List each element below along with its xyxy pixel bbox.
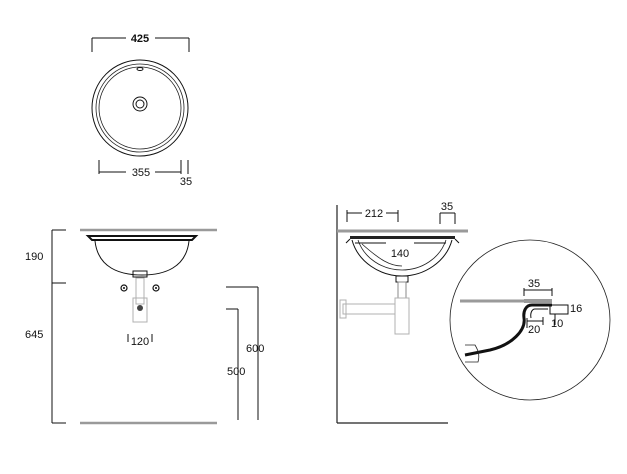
- front-height-600-label: 600: [246, 343, 264, 355]
- side-rim-label: 35: [441, 201, 453, 213]
- dim-120: 120: [127, 334, 153, 348]
- front-trap-outlet: [137, 305, 143, 311]
- dim-355-35: 355 35: [98, 160, 192, 188]
- detail-clip: [549, 304, 569, 315]
- side-waste-pipe: [339, 275, 410, 335]
- front-fixing-right: [152, 284, 160, 292]
- drain-inner: [135, 99, 145, 109]
- plan-view: 425 355 35: [91, 33, 192, 188]
- detail-view: 35 16 10 20: [449, 239, 611, 401]
- plan-inner-width-label: 355: [132, 167, 150, 179]
- front-basin-bowl: [94, 240, 190, 276]
- basin-outer-rim: [91, 59, 189, 157]
- detail-thickness-16-label: 16: [570, 303, 582, 315]
- side-half-width-label: 212: [365, 208, 383, 220]
- front-basin-rim: [85, 235, 199, 241]
- basin-inner-rim: [95, 63, 185, 153]
- detail-offset-10-label: 10: [551, 318, 563, 330]
- dim-detail-35: 35: [523, 278, 553, 296]
- detail-rim-label: 35: [528, 278, 540, 290]
- plan-outer-width-label: 425: [131, 33, 149, 45]
- front-height-500-label: 500: [227, 366, 245, 378]
- front-fixing-left: [120, 284, 128, 292]
- front-view: 120 190 645 600 500: [25, 228, 264, 425]
- dim-600-500: 600 500: [226, 286, 264, 420]
- dim-detail-20: 20: [526, 317, 544, 336]
- dim-212: 212: [346, 208, 399, 222]
- front-waste-pipe: [132, 277, 148, 323]
- front-basin-height-label: 190: [25, 251, 43, 263]
- drain-outer: [132, 96, 148, 112]
- detail-offset-20-label: 20: [528, 324, 540, 336]
- side-view: 212 35 140: [336, 201, 468, 424]
- dim-side-35: 35: [439, 201, 456, 224]
- dim-190-645: 190 645: [25, 229, 66, 424]
- detail-circle: [449, 239, 611, 401]
- side-drain-offset-label: 140: [391, 248, 409, 260]
- front-waste-spacing-label: 120: [131, 336, 149, 348]
- front-total-height-label: 645: [25, 329, 43, 341]
- dim-140: 140: [355, 242, 446, 260]
- side-basin-rim: [350, 236, 455, 239]
- dim-detail-16-10: 16 10: [551, 303, 582, 330]
- detail-basin-profile: [464, 303, 552, 357]
- plan-rim-label: 35: [180, 176, 192, 188]
- dim-425: 425: [91, 33, 190, 52]
- overflow-hole: [136, 67, 144, 71]
- front-drain: [132, 270, 148, 278]
- side-basin-bowl-inner: [357, 239, 447, 271]
